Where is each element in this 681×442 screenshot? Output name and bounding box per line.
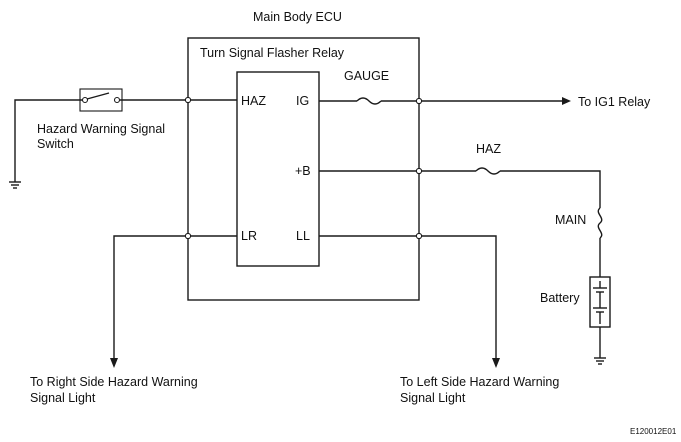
main-fuse-symbol — [597, 207, 603, 239]
hazard-switch-symbol — [79, 88, 123, 112]
haz-fuse-label: HAZ — [476, 142, 501, 156]
ll-terminal-label: LL — [296, 229, 310, 243]
lr-terminal-label: LR — [241, 229, 257, 243]
b-terminal-label: +B — [295, 164, 311, 178]
connector-node — [415, 232, 423, 240]
connector-node — [184, 96, 192, 104]
ig-terminal-label: IG — [296, 94, 309, 108]
right-arrow — [110, 358, 118, 368]
hazard-switch-label-line2: Switch — [37, 137, 74, 151]
haz-fuse-symbol — [475, 167, 501, 175]
switch-ground-wire — [14, 99, 82, 182]
gauge-fuse-label: GAUGE — [344, 69, 389, 83]
left-side-label-line2: Signal Light — [400, 391, 466, 405]
main-fuse-label: MAIN — [555, 213, 586, 227]
lr-wire — [113, 235, 237, 362]
main-body-ecu-label: Main Body ECU — [253, 10, 342, 24]
figure-code: E120012E01 — [630, 427, 677, 436]
battery-symbol — [589, 276, 611, 328]
connector-node — [415, 97, 423, 105]
ig1-relay-label: To IG1 Relay — [578, 95, 651, 109]
ig1-arrow — [562, 97, 571, 105]
battery-feed-wire — [500, 170, 601, 208]
connector-node — [184, 232, 192, 240]
connector-node — [415, 167, 423, 175]
gauge-fuse-symbol — [356, 97, 382, 105]
ll-wire — [319, 235, 497, 362]
left-arrow — [492, 358, 500, 368]
flasher-relay-box — [236, 71, 320, 267]
left-side-label-line1: To Left Side Hazard Warning — [400, 375, 559, 389]
right-side-label-line2: Signal Light — [30, 391, 96, 405]
battery-label: Battery — [540, 291, 580, 305]
right-side-label-line1: To Right Side Hazard Warning — [30, 375, 198, 389]
haz-terminal-label: HAZ — [241, 94, 266, 108]
flasher-relay-label: Turn Signal Flasher Relay — [200, 46, 345, 60]
hazard-switch-label-line1: Hazard Warning Signal — [37, 122, 165, 136]
